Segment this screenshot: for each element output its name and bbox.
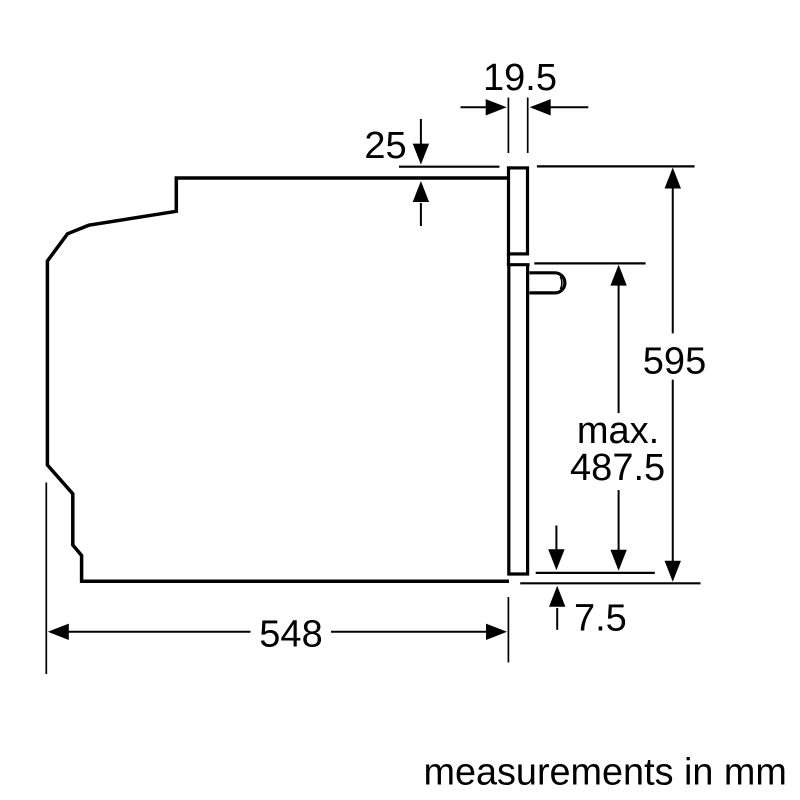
svg-text:595: 595 (643, 340, 706, 382)
svg-text:measurements in mm: measurements in mm (424, 752, 787, 794)
svg-text:25: 25 (364, 125, 406, 167)
svg-text:max.: max. (577, 410, 659, 452)
svg-text:19.5: 19.5 (483, 57, 557, 99)
svg-text:487.5: 487.5 (570, 447, 665, 489)
svg-text:548: 548 (259, 613, 322, 655)
svg-text:7.5: 7.5 (574, 598, 627, 640)
